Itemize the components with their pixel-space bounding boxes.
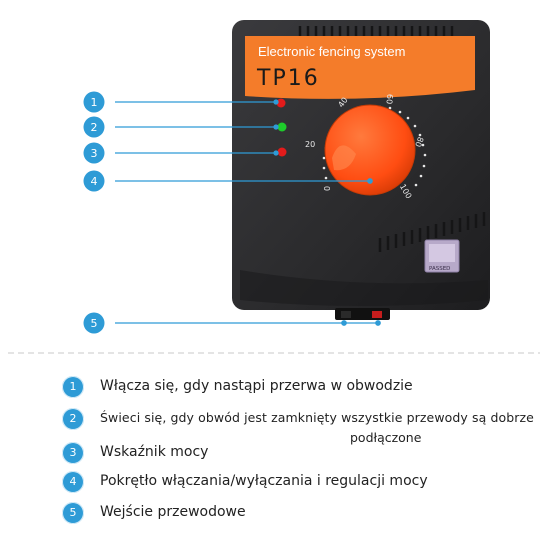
device-model: TP16 [256,66,320,91]
device-header-band [245,36,475,99]
legend-number: 1 [62,376,84,398]
dial-label-80: 80 [413,136,425,149]
legend-number: 5 [62,502,84,524]
side-vents [378,212,486,252]
legend-number: 3 [62,442,84,464]
terminal-black[interactable] [341,311,351,318]
legend-text: Pokrętło włączania/wyłączania i regulacj… [100,473,428,489]
legend-text: Wskaźnik mocy [100,444,209,460]
device-header-title: Electronic fencing system [258,44,405,59]
led-red-circuit-break [276,98,286,108]
svg-text:5: 5 [91,317,98,330]
legend-text: Świeci się, gdy obwód jest zamknięty wsz… [100,410,534,425]
top-vents [298,26,454,36]
callout-1: 1 [83,91,105,113]
device-front-panel [240,270,488,306]
svg-text:1: 1 [91,96,98,109]
legend-number: 2 [62,408,84,430]
terminal-red[interactable] [372,311,382,318]
dial-label-20: 20 [305,140,315,149]
dial-label-0: 0 [323,186,332,191]
led-green-circuit-ok [277,122,287,132]
legend-text-line2: podłączone [350,430,422,445]
device-illustration: Electronic fencing system TP16 20 40 60 … [8,20,540,354]
dial-label-60: 60 [384,94,394,105]
callout-lines [115,99,381,326]
led-red-power [277,147,287,157]
callout-2: 2 [83,116,105,138]
svg-text:3: 3 [91,147,98,160]
svg-text:2: 2 [91,121,98,134]
legend-text: Wejście przewodowe [100,504,246,520]
sticker-text: PASSED [429,266,450,272]
legend-text: Włącza się, gdy nastąpi przerwa w obwodz… [100,378,413,394]
hologram-pattern [429,244,455,262]
knob-grip [332,145,356,171]
power-knob[interactable] [324,104,416,196]
callout-5: 5 [83,312,105,334]
svg-text:4: 4 [91,175,98,188]
callout-3: 3 [83,142,105,164]
callout-4: 4 [83,170,105,192]
legend-number: 4 [62,471,84,493]
